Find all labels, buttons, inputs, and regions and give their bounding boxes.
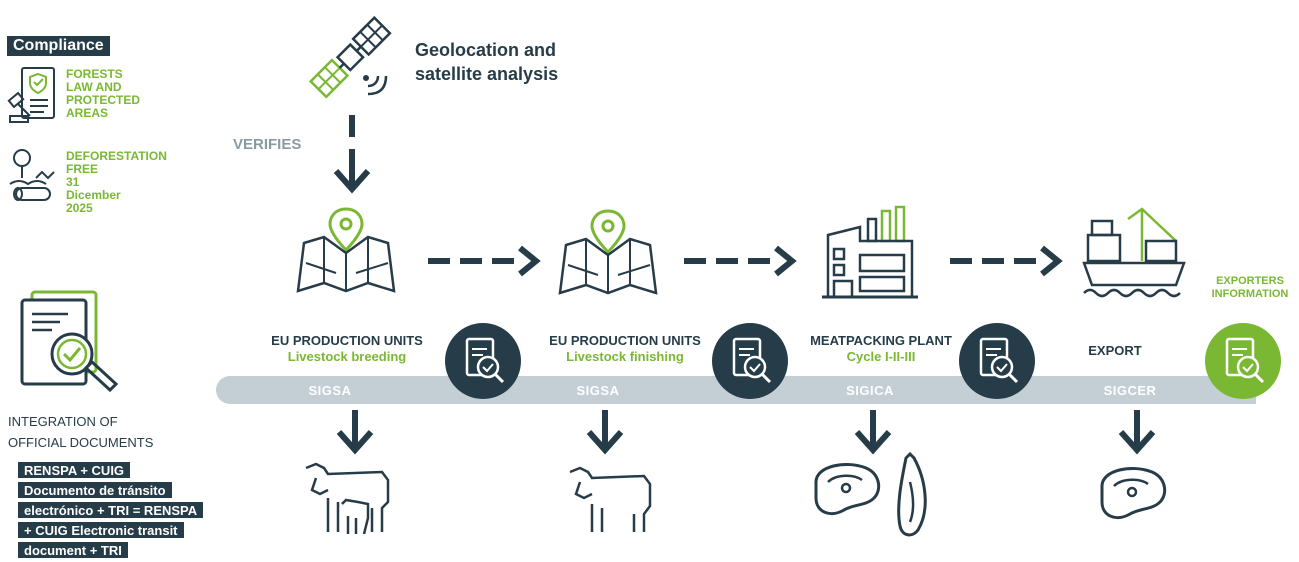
stage-2-subtitle: Livestock finishing xyxy=(566,349,684,364)
document-magnifier-icon xyxy=(20,290,119,393)
flow-arrow-1 xyxy=(428,245,541,277)
stage-4-title: EXPORT xyxy=(1060,343,1170,359)
documents-caption-line1: INTEGRATION OF xyxy=(8,414,118,429)
stage-1-title: EU PRODUCTION UNITS Livestock breeding xyxy=(262,333,432,365)
doc-check-circle-green xyxy=(1205,323,1281,399)
tree-stump-icon xyxy=(9,149,55,201)
stage-2-title: EU PRODUCTION UNITS Livestock finishing xyxy=(540,333,710,365)
factory-icon xyxy=(822,205,918,299)
stage-2-system: SIGSA xyxy=(576,383,620,398)
satellite-title-line2: satellite analysis xyxy=(415,64,559,84)
satellite-title-line1: Geolocation and xyxy=(415,40,557,60)
compliance-forest-law: FORESTS LAW AND PROTECTED AREAS xyxy=(66,67,141,120)
stage-1-name: EU PRODUCTION UNITS xyxy=(271,333,423,348)
stage-3-subtitle: Cycle I-II-III xyxy=(846,349,916,364)
satellite-icon xyxy=(308,15,392,99)
flow-arrow-2 xyxy=(684,245,797,277)
satellite-title: Geolocation and satellite analysis xyxy=(415,38,558,86)
down-arrow-2 xyxy=(586,410,624,455)
stage-4-name: EXPORT xyxy=(1088,343,1142,358)
documents-caption-line2: OFFICIAL DOCUMENTS xyxy=(8,435,154,450)
law-document-icon xyxy=(7,67,55,123)
map-pin-icon-1 xyxy=(296,207,396,293)
deforestation-label: DEFORESTATION FREE xyxy=(66,149,167,176)
doc-tag: RENSPA + CUIG xyxy=(18,462,131,478)
cargo-ship-icon xyxy=(1082,207,1186,298)
steak-icon xyxy=(1100,467,1167,519)
down-arrow-3 xyxy=(854,410,892,455)
exporters-line2: INFORMATION xyxy=(1211,288,1289,300)
exporters-line1: EXPORTERS xyxy=(1216,275,1284,287)
flow-arrow-3 xyxy=(950,245,1063,277)
down-arrow-1 xyxy=(336,410,374,455)
stage-3-system: SIGICA xyxy=(846,383,894,398)
doc-tag: + CUIG Electronic transit xyxy=(18,522,184,538)
compliance-heading: Compliance xyxy=(7,36,110,56)
stage-2-name: EU PRODUCTION UNITS xyxy=(549,333,701,348)
cow-and-calf-icon xyxy=(305,462,390,535)
deforestation-date: 31 Dicember 2025 xyxy=(66,175,121,215)
doc-tag: document + TRI xyxy=(18,542,128,558)
verifies-label: VERIFIES xyxy=(233,136,302,153)
cow-icon xyxy=(569,466,652,532)
exporters-info: EXPORTERS INFORMATION xyxy=(1205,275,1295,301)
map-pin-icon-2 xyxy=(558,209,658,295)
documents-caption: INTEGRATION OF OFFICIAL DOCUMENTS xyxy=(8,411,153,453)
doc-tag: electrónico + TRI = RENSPA xyxy=(18,502,204,518)
stage-3-name: MEATPACKING PLANT xyxy=(810,333,952,348)
doc-check-circle-2 xyxy=(712,323,788,399)
meat-cuts-icon xyxy=(814,451,927,537)
doc-tag: Documento de tránsito xyxy=(18,482,172,498)
down-arrow-4 xyxy=(1118,410,1156,455)
verifies-down-arrow xyxy=(333,115,371,194)
stage-4-system: SIGCER xyxy=(1103,383,1157,398)
doc-check-circle-3 xyxy=(959,323,1035,399)
stage-3-title: MEATPACKING PLANT Cycle I-II-III xyxy=(796,333,966,365)
doc-check-circle-1 xyxy=(445,323,521,399)
documents-tags: RENSPA + CUIG Documento de tránsito elec… xyxy=(18,462,204,562)
compliance-deforestation: DEFORESTATION FREE 31 Dicember 2025 xyxy=(66,150,186,215)
stage-1-system: SIGSA xyxy=(308,383,352,398)
stage-1-subtitle: Livestock breeding xyxy=(287,349,407,364)
